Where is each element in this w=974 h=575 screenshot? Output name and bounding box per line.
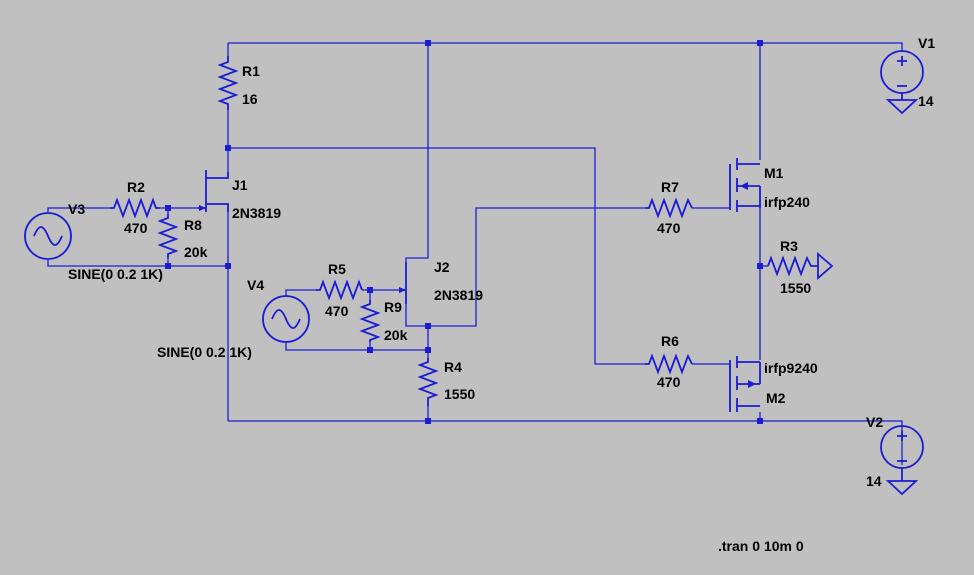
simulation-directive[interactable]: .tran 0 10m 0: [718, 538, 804, 554]
r6-name: R6: [661, 333, 679, 349]
r6-value: 470: [657, 374, 681, 390]
junction-dot: [757, 40, 763, 46]
v4-name: V4: [247, 277, 264, 293]
j2-value: 2N3819: [434, 287, 483, 303]
r3-name: R1: [242, 63, 260, 79]
junction-dot: [425, 40, 431, 46]
resistor-r6[interactable]: R6 470: [645, 333, 693, 390]
junction-dot: [757, 418, 763, 424]
wire-top-rail: [228, 42, 903, 52]
wire-j2-drain-to-rail: [405, 43, 429, 264]
resistor-r9[interactable]: R9 20k: [359, 299, 408, 343]
junction-dot: [425, 347, 431, 353]
r2-value: 470: [124, 220, 148, 236]
wire-v3-top: [47, 207, 110, 212]
r9-value: 20k: [384, 327, 408, 343]
r4-name: R4: [444, 359, 462, 375]
arrow-icon: [399, 287, 406, 293]
v4-value: SINE(0 0.2 1K): [157, 344, 252, 360]
resistor-r5[interactable]: R5 470: [316, 261, 363, 319]
junction-dot: [225, 145, 231, 151]
resistor-r1[interactable]: R3 1550: [767, 238, 834, 296]
wire-bottom-rail: [228, 420, 903, 465]
m1-name: M1: [764, 165, 784, 181]
wire-j1-drain-to-r6: [228, 147, 645, 365]
junction-dot: [367, 287, 373, 293]
mosfet-m1[interactable]: M1 irfp240: [729, 158, 810, 212]
ground-icon: [885, 480, 919, 496]
junction-dot: [757, 263, 763, 269]
ground-icon: [885, 99, 919, 115]
mosfet-m2[interactable]: irfp9240 M2: [729, 356, 818, 412]
junctions: [165, 40, 763, 424]
arrow-icon: [748, 380, 756, 388]
r1-value: 1550: [780, 280, 811, 296]
junction-dot: [367, 347, 373, 353]
resistor-r8[interactable]: R8 20k: [157, 214, 208, 260]
v1-value: 14: [918, 93, 934, 109]
wire-j2-source: [405, 304, 429, 352]
r5-value: 470: [325, 303, 349, 319]
r8-value: 20k: [184, 244, 208, 260]
arrow-icon: [740, 182, 748, 190]
wire-v4-bottom: [285, 342, 428, 351]
j1-name: J1: [232, 177, 248, 193]
v3-value: SINE(0 0.2 1K): [68, 266, 163, 282]
jfet-j1[interactable]: J1 2N3819: [198, 170, 281, 221]
voltage-source-v2[interactable]: V2 14: [866, 414, 924, 496]
v3-name: V3: [68, 201, 85, 217]
wires: [47, 42, 903, 465]
arrow-icon: [199, 205, 206, 211]
j1-value: 2N3819: [232, 205, 281, 221]
r4-value: 1550: [444, 386, 475, 402]
junction-dot: [425, 418, 431, 424]
ground-icon: [817, 252, 834, 280]
r3-value: 16: [242, 91, 258, 107]
r5-name: R5: [328, 261, 346, 277]
sine-source-v4[interactable]: V4 SINE(0 0.2 1K): [157, 277, 310, 360]
wire-r6-to-m2-gate: [692, 363, 731, 410]
junction-dot: [165, 205, 171, 211]
r7-value: 470: [657, 220, 681, 236]
v1-name: V1: [918, 35, 935, 51]
wire-j2-source-to-r7: [428, 207, 645, 327]
m2-name: M2: [766, 390, 786, 406]
r1-name: R3: [780, 238, 798, 254]
resistor-r7[interactable]: R7 470: [645, 179, 693, 236]
r7-name: R7: [661, 179, 679, 195]
m2-value: irfp9240: [764, 360, 818, 376]
j2-name: J2: [434, 259, 450, 275]
resistor-r4[interactable]: R4 1550: [417, 358, 475, 406]
sine-source-v3[interactable]: V3 SINE(0 0.2 1K): [24, 201, 163, 282]
wire-r7-to-m1-gate: [692, 164, 731, 209]
resistor-r3[interactable]: R1 16: [217, 56, 260, 110]
m1-value: irfp240: [764, 194, 810, 210]
sine-icon: [271, 309, 301, 329]
jfet-j2[interactable]: J2 2N3819: [399, 259, 483, 304]
resistor-r2[interactable]: R2 470: [110, 179, 160, 236]
r9-name: R9: [384, 299, 402, 315]
voltage-source-v1[interactable]: V1 14: [880, 35, 935, 115]
junction-dot: [165, 263, 171, 269]
wire-v4-top: [285, 289, 316, 296]
r8-name: R8: [184, 217, 202, 233]
junction-dot: [425, 323, 431, 329]
v2-value: 14: [866, 473, 882, 489]
sine-icon: [33, 226, 63, 246]
r2-name: R2: [127, 179, 145, 195]
junction-dot: [225, 263, 231, 269]
v2-name: V2: [866, 414, 883, 430]
